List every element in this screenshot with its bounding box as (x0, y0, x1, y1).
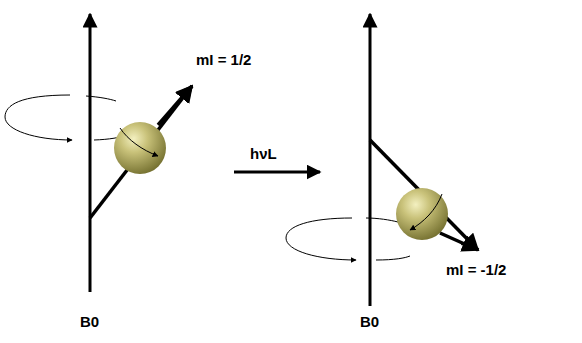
nucleus-sphere (114, 122, 166, 174)
spin-vector (90, 86, 192, 218)
precession-path (376, 256, 410, 260)
field-axis (89, 14, 92, 292)
spin-rotation (410, 194, 442, 230)
spin-vector (440, 233, 478, 250)
spin-rotation (120, 128, 158, 156)
precession-path (86, 96, 116, 101)
transition-arrow (234, 171, 320, 174)
quantum-number: mI = -1/2 (446, 262, 506, 279)
quantum-number: mI = 1/2 (196, 52, 251, 69)
field-label: B0 (360, 314, 379, 331)
nucleus-sphere (396, 188, 448, 240)
photon-energy: hνL (250, 146, 277, 163)
field-label: B0 (80, 314, 99, 331)
precession-path (286, 218, 356, 260)
spin-vector (158, 86, 192, 125)
spin-vector (370, 140, 478, 250)
field-axis (369, 14, 372, 306)
precession-path (366, 218, 398, 222)
precession-path (5, 95, 72, 140)
